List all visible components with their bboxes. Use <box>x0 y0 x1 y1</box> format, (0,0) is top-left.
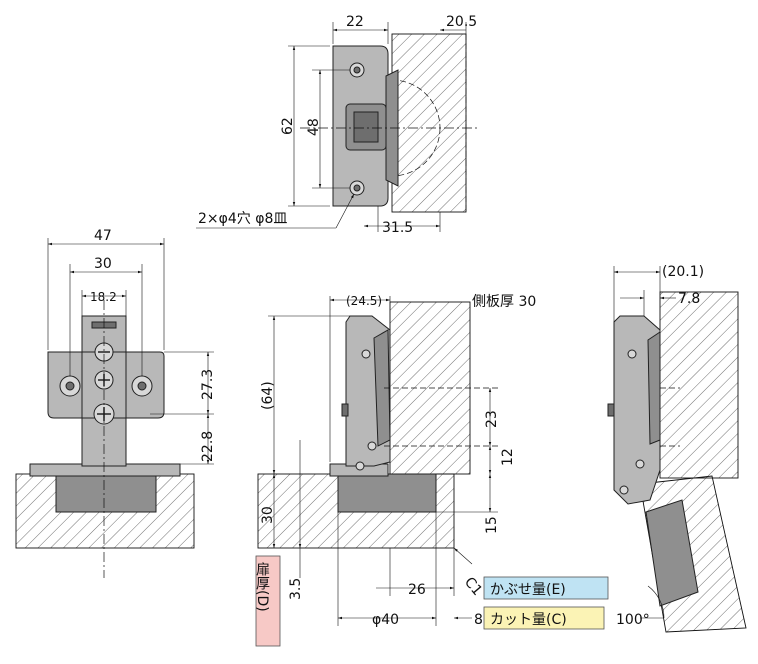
dim-62: 62 <box>280 117 296 135</box>
dim-31-5: 31.5 <box>382 220 413 236</box>
dim-12: 12 <box>500 448 516 466</box>
open-cup <box>645 499 699 607</box>
angle-100: 100° <box>616 612 650 628</box>
dim-20-1: (20.1) <box>662 264 704 280</box>
side-view: (24.5) 側板厚 30 (64) 30 3.5 23 12 15 C1 26… <box>254 294 609 647</box>
dim-18-2: 18.2 <box>90 290 117 304</box>
dim-24-5: (24.5) <box>346 294 382 308</box>
door-thickness-label-box <box>255 555 281 647</box>
panel-thickness-label: 側板厚 30 <box>472 294 536 310</box>
dim-48: 48 <box>306 118 322 136</box>
overlay-label: かぶせ量(E) <box>490 582 566 598</box>
dim-22-8: 22.8 <box>200 431 216 462</box>
open-side-panel <box>659 291 739 479</box>
dim-26: 26 <box>408 582 426 598</box>
dim-8: 8 <box>474 612 483 628</box>
dim-27-3: 27.3 <box>200 369 216 400</box>
hinge-cup <box>55 473 157 513</box>
dim-3-5: 3.5 <box>288 578 304 600</box>
door-thickness-label: 扉厚(D) <box>254 562 270 612</box>
dim-64: (64) <box>260 381 276 410</box>
dim-20-5: 20.5 <box>446 14 477 30</box>
side-panel-section <box>391 33 467 213</box>
holes-note: 2×φ4穴 φ8皿 <box>198 211 287 227</box>
dim-22: 22 <box>346 14 364 30</box>
open-view: (20.1) 7.8 100° <box>607 264 747 633</box>
dim-7-8: 7.8 <box>678 291 700 307</box>
cut-label-box <box>483 606 605 630</box>
dim-47: 47 <box>94 228 112 244</box>
overlay-label-box <box>483 576 609 600</box>
dim-30-door: 30 <box>260 506 276 524</box>
cup-side <box>337 473 437 513</box>
dim-phi40: φ40 <box>372 612 399 628</box>
front-view: 47 30 18.2 27.3 22.8 <box>15 228 216 578</box>
chamfer-c1: C1 <box>461 574 485 599</box>
dim-23: 23 <box>484 410 500 428</box>
dim-30-front: 30 <box>94 256 112 272</box>
dim-15: 15 <box>484 516 500 534</box>
top-view: 22 20.5 62 48 31.5 2×φ4穴 φ8皿 <box>196 14 480 236</box>
cut-label: カット量(C) <box>490 612 567 628</box>
